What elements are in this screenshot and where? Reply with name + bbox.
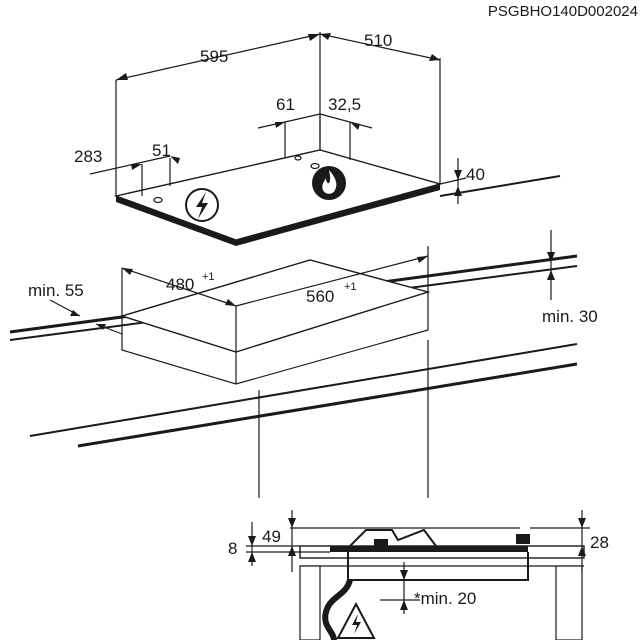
dim-min-edge: min. 55 <box>28 281 84 300</box>
document-code: PSGBHO140D002024 <box>488 3 638 20</box>
dim-side-49: 49 <box>262 527 281 546</box>
dim-cutout-width-tol: +1 <box>344 281 357 293</box>
cutout-opening <box>119 259 431 353</box>
dim-depth: 510 <box>364 31 392 50</box>
dim-side-8: 8 <box>228 539 237 558</box>
dim-below-min: *min. 20 <box>414 589 476 608</box>
dim-conn-b: 32,5 <box>328 95 361 114</box>
gas-connection-point-b <box>310 162 320 170</box>
dim-offset-front: 283 <box>74 147 102 166</box>
electric-warning-triangle-icon <box>336 601 376 639</box>
dim-min-wall: min. 30 <box>542 307 598 326</box>
gas-connection-point-a <box>294 155 302 161</box>
dim-offset-side: 51 <box>152 141 171 160</box>
power-cable <box>322 578 353 640</box>
hob-front-edge <box>116 196 236 246</box>
dim-cutout-depth-tol: +1 <box>202 271 215 283</box>
dim-width: 595 <box>200 47 228 66</box>
dim-cutout-width: 560 <box>306 287 334 306</box>
hob-surface <box>113 149 443 241</box>
dim-cutout-depth: 480 <box>166 275 194 294</box>
hob-right-edge <box>236 184 440 246</box>
hob-top-view: 595 510 61 32,5 283 51 <box>74 31 561 246</box>
elec-connection-point <box>153 196 163 204</box>
dim-conn-a: 61 <box>276 95 295 114</box>
worktop-cutout-view: 480 +1 560 +1 min. 55 min. 30 <box>9 230 598 498</box>
dim-hob-height: 40 <box>466 165 485 184</box>
dim-side-28: 28 <box>590 533 609 552</box>
section-view: 8 49 28 *min. 20 <box>228 510 609 640</box>
gas-flame-icon <box>312 166 346 200</box>
electric-hazard-icon <box>185 188 219 222</box>
